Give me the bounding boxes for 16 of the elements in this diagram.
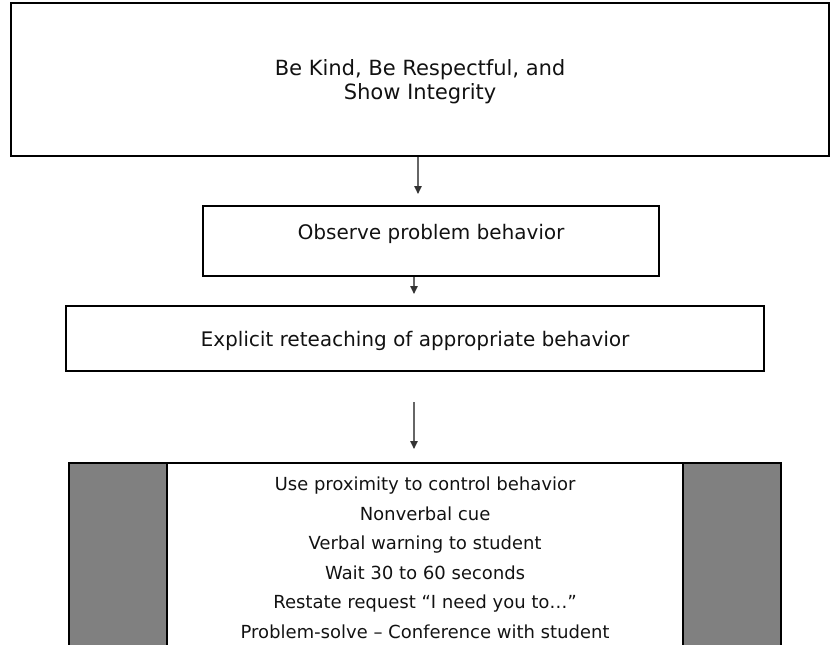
box-text: Explicit reteaching of appropriate behavior xyxy=(200,326,630,350)
step-text: Problem-solve – Conference with student xyxy=(240,620,610,644)
step-text: Wait 30 to 60 seconds xyxy=(324,562,526,586)
box-text: Observe problem behavior xyxy=(298,220,564,244)
step-text: Restate request “I need you to…” xyxy=(273,591,577,615)
process-box xyxy=(65,305,765,372)
process-box xyxy=(202,205,660,277)
arrow xyxy=(410,402,418,449)
step-text: Verbal warning to student xyxy=(308,532,542,556)
arrow xyxy=(414,157,422,194)
box-text: Be Kind, Be Respectful, and Show Integrity xyxy=(274,56,566,104)
step-text: Nonverbal cue xyxy=(360,502,490,526)
steps-panel xyxy=(68,462,782,645)
step-text: Use proximity to control behavior xyxy=(274,473,576,497)
heading-box xyxy=(10,2,830,157)
arrow xyxy=(410,277,418,294)
